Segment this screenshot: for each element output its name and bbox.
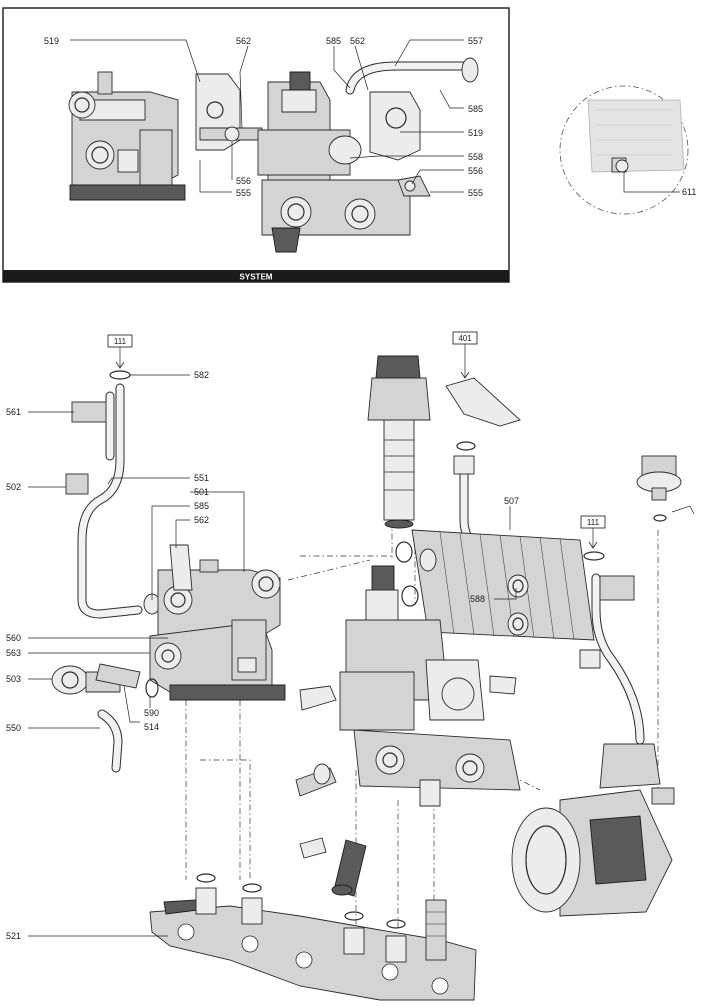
svg-text:401: 401 xyxy=(458,334,472,343)
plate-heat-exchanger xyxy=(411,529,595,641)
label-557: 557 xyxy=(468,36,483,46)
label-562: 562 xyxy=(194,515,209,525)
system-title: SYSTEM xyxy=(240,273,273,282)
inset-left-valve-block xyxy=(68,71,186,201)
label-562-inset-b: 562 xyxy=(350,36,365,46)
label-585-inset-b: 585 xyxy=(468,104,483,114)
label-585: 585 xyxy=(194,501,209,511)
label-519-inset: 519 xyxy=(44,36,59,46)
label-521: 521 xyxy=(6,931,21,941)
label-558: 558 xyxy=(468,152,483,162)
label-519-inset-b: 519 xyxy=(468,128,483,138)
label-562-inset: 562 xyxy=(236,36,251,46)
central-hydraulic-group xyxy=(339,565,521,807)
label-501: 501 xyxy=(194,487,209,497)
pipe-right-pump xyxy=(583,551,645,745)
label-556-inset: 556 xyxy=(236,176,251,186)
label-561: 561 xyxy=(6,407,21,417)
label-502: 502 xyxy=(6,482,21,492)
label-590: 590 xyxy=(144,708,159,718)
label-563: 563 xyxy=(6,648,21,658)
label-585-inset: 585 xyxy=(326,36,341,46)
circulation-pump xyxy=(511,743,673,917)
drain-valve-503 xyxy=(51,665,121,695)
ref-box-111-left: 111 xyxy=(107,334,133,369)
base-fittings xyxy=(195,873,447,963)
main-leaders xyxy=(28,374,517,937)
clip-561 xyxy=(71,401,107,423)
base-plate-521 xyxy=(149,899,477,1001)
pipe-551 xyxy=(77,383,143,619)
diverter-cartridge xyxy=(367,355,431,529)
pressure-switch xyxy=(636,455,695,522)
valve-block-563 xyxy=(149,619,286,701)
drain-pipe-550 xyxy=(97,709,123,773)
ref-box-111-right: 111 xyxy=(580,515,606,549)
detail-circle-611: 611 xyxy=(559,85,696,215)
label-514: 514 xyxy=(144,722,159,732)
inset-pipe-557 xyxy=(345,57,479,95)
inset-central-block xyxy=(257,71,411,253)
alignment-lines xyxy=(185,520,659,930)
label-556-inset-b: 556 xyxy=(468,166,483,176)
fitting-514 xyxy=(95,663,141,689)
system-title-bar xyxy=(3,270,509,282)
label-582: 582 xyxy=(194,370,209,380)
label-551: 551 xyxy=(194,473,209,483)
inset-leaders xyxy=(70,39,464,193)
svg-text:111: 111 xyxy=(114,337,127,346)
o-ring-582 xyxy=(109,370,131,380)
label-555-inset: 555 xyxy=(236,188,251,198)
ref-box-401: 401 xyxy=(452,331,478,379)
bracket-401 xyxy=(445,377,521,427)
svg-text:111: 111 xyxy=(587,518,600,527)
label-507: 507 xyxy=(504,496,519,506)
label-560: 560 xyxy=(6,633,21,643)
label-503: 503 xyxy=(6,674,21,684)
label-550: 550 xyxy=(6,723,21,733)
clip-502 xyxy=(65,473,89,495)
label-555-inset-b: 555 xyxy=(468,188,483,198)
o-ring-590 xyxy=(145,678,159,698)
label-588: 588 xyxy=(470,594,485,604)
label-611: 611 xyxy=(682,187,696,197)
system-inset-panel: SYSTEM xyxy=(2,7,510,283)
sensor-nozzle xyxy=(333,839,367,897)
